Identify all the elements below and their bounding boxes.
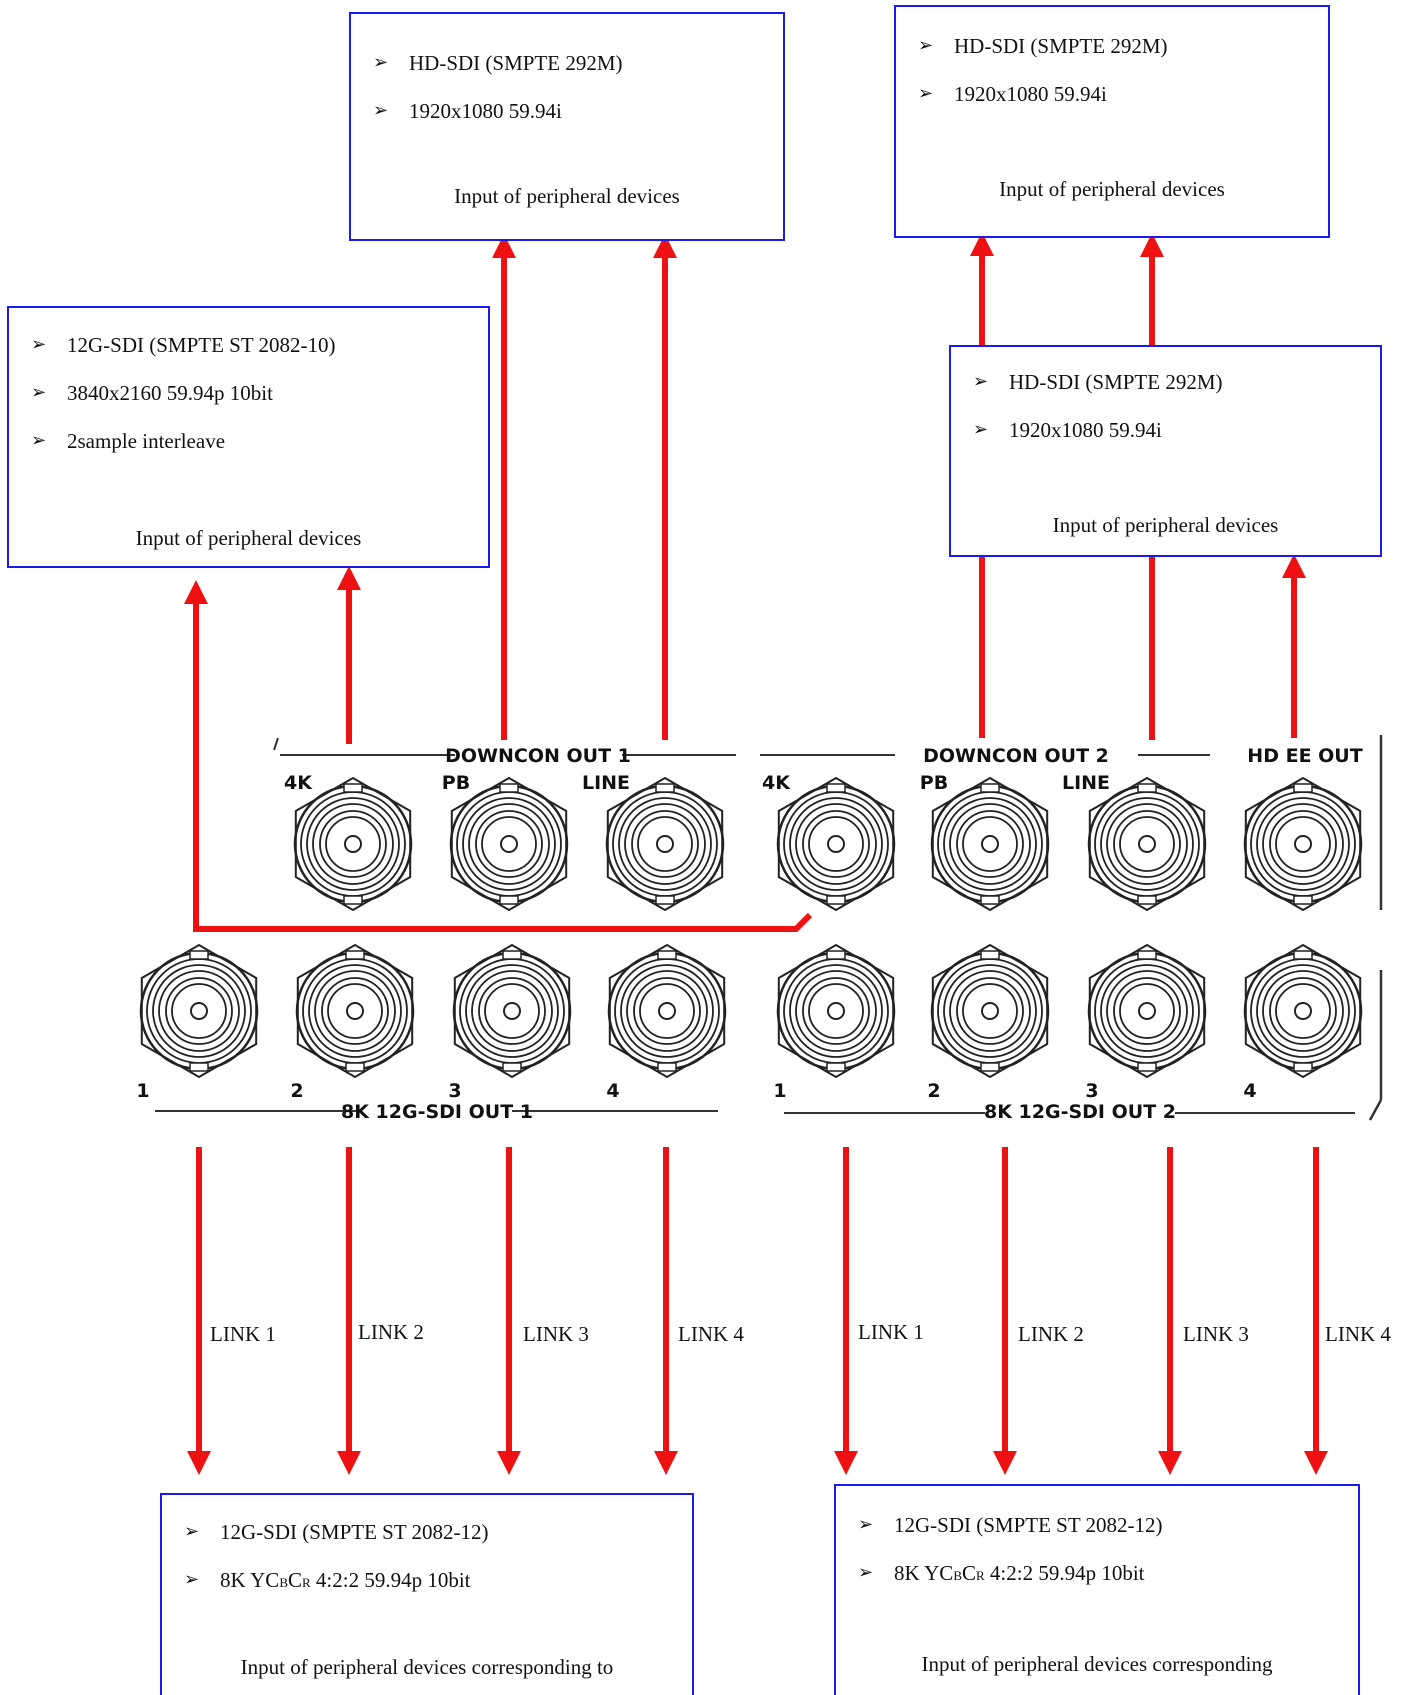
list-item: ➢2sample interleave bbox=[31, 429, 226, 453]
link-label: LINK 4 bbox=[1325, 1322, 1391, 1346]
info-box-bottom-left: ➢12G-SDI (SMPTE ST 2082-12) ➢8K YCBCR 4:… bbox=[160, 1493, 694, 1695]
bullet-icon: ➢ bbox=[858, 1562, 874, 1583]
list-item: ➢HD-SDI (SMPTE 292M) bbox=[918, 34, 1168, 58]
info-box-left: ➢12G-SDI (SMPTE ST 2082-10) ➢3840x2160 5… bbox=[7, 306, 490, 568]
connector-label-4b: 4 bbox=[1243, 1080, 1256, 1102]
link-label: LINK 2 bbox=[1018, 1322, 1084, 1346]
list-item: ➢1920x1080 59.94i bbox=[973, 418, 1162, 442]
panel-group-lines bbox=[155, 735, 1383, 1121]
connector-label-1a: 1 bbox=[136, 1080, 149, 1102]
connector-label-3a: 3 bbox=[448, 1080, 461, 1102]
bullet-icon: ➢ bbox=[31, 334, 47, 355]
list-item: ➢3840x2160 59.94p 10bit bbox=[31, 381, 273, 405]
bnc-connector-top bbox=[930, 776, 1050, 912]
label-8k-sdi-out-1: 8K 12G-SDI OUT 1 bbox=[341, 1101, 533, 1123]
bullet-icon: ➢ bbox=[973, 419, 989, 440]
bnc-connector-bottom bbox=[776, 943, 896, 1079]
box-caption: Input of peripheral devices bbox=[999, 177, 1225, 201]
bnc-connector-bottom bbox=[930, 943, 1050, 1079]
connector-label-2a: 2 bbox=[290, 1080, 303, 1102]
connector-label-4k-2: 4K bbox=[762, 772, 791, 794]
bullet-icon: ➢ bbox=[973, 371, 989, 392]
list-item: ➢8K YCBCR 4:2:2 59.94p 10bit bbox=[858, 1561, 1145, 1585]
bnc-connector-bottom bbox=[1087, 943, 1207, 1079]
bnc-connector-top bbox=[776, 776, 896, 912]
arrow-routed-4k bbox=[184, 580, 813, 932]
label-downcon-out-1: DOWNCON OUT 1 bbox=[445, 745, 631, 767]
box-caption: Input of peripheral devices correspondin… bbox=[240, 1655, 614, 1679]
bnc-connector-top bbox=[449, 776, 569, 912]
connector-label-3b: 3 bbox=[1085, 1080, 1098, 1102]
bullet-icon: ➢ bbox=[373, 100, 389, 121]
label-hd-ee-out: HD EE OUT bbox=[1247, 745, 1362, 767]
list-item: ➢12G-SDI (SMPTE ST 2082-12) bbox=[858, 1513, 1163, 1537]
connector-label-line-2: LINE bbox=[1062, 772, 1110, 794]
connector-label-1b: 1 bbox=[773, 1080, 786, 1102]
bullet-icon: ➢ bbox=[373, 52, 389, 73]
info-box-bottom-right: ➢12G-SDI (SMPTE ST 2082-12) ➢8K YCBCR 4:… bbox=[834, 1484, 1360, 1695]
bnc-connector-top bbox=[293, 776, 413, 912]
link-label: LINK 1 bbox=[210, 1322, 276, 1346]
bullet-icon: ➢ bbox=[858, 1514, 874, 1535]
connector-label-pb-1: PB bbox=[442, 772, 470, 794]
bnc-connector-bottom bbox=[607, 943, 727, 1079]
panel-labels: DOWNCON OUT 1 DOWNCON OUT 2 HD EE OUT 8K… bbox=[136, 745, 1362, 1123]
list-item: ➢1920x1080 59.94i bbox=[918, 82, 1107, 106]
list-item: ➢1920x1080 59.94i bbox=[373, 99, 562, 123]
link-label: LINK 4 bbox=[678, 1322, 744, 1346]
list-item: ➢12G-SDI (SMPTE ST 2082-10) bbox=[31, 333, 336, 357]
connector-label-line-1: LINE bbox=[582, 772, 630, 794]
info-box-top-center: ➢HD-SDI (SMPTE 292M) ➢1920x1080 59.94i I… bbox=[349, 12, 785, 241]
info-box-middle-right: ➢HD-SDI (SMPTE 292M) ➢1920x1080 59.94i I… bbox=[949, 345, 1382, 557]
bnc-connector-top bbox=[1087, 776, 1207, 912]
link-label: LINK 1 bbox=[858, 1320, 924, 1344]
box-caption: Input of peripheral devices bbox=[135, 526, 362, 550]
box-caption: Input of peripheral devices bbox=[454, 184, 680, 208]
bullet-icon: ➢ bbox=[184, 1569, 200, 1590]
bullet-icon: ➢ bbox=[918, 35, 934, 56]
link-label: LINK 3 bbox=[1183, 1322, 1249, 1346]
connector-label-4a: 4 bbox=[606, 1080, 619, 1102]
connector-label-4k-1: 4K bbox=[284, 772, 313, 794]
panel-edge bbox=[1368, 1099, 1383, 1121]
link-label: LINK 2 bbox=[358, 1320, 424, 1344]
label-downcon-out-2: DOWNCON OUT 2 bbox=[923, 745, 1109, 767]
bullet-icon: ➢ bbox=[31, 382, 47, 403]
label-8k-sdi-out-2: 8K 12G-SDI OUT 2 bbox=[984, 1101, 1176, 1123]
box-caption: Input of peripheral devices bbox=[1052, 513, 1279, 537]
bnc-connector-bottom bbox=[139, 943, 259, 1079]
bnc-connector-top bbox=[1243, 776, 1363, 912]
list-item: ➢12G-SDI (SMPTE ST 2082-12) bbox=[184, 1520, 489, 1544]
panel-edge bbox=[273, 737, 279, 751]
list-item: ➢8K YCBCR 4:2:2 59.94p 10bit bbox=[184, 1568, 471, 1592]
bullet-icon: ➢ bbox=[918, 83, 934, 104]
link-label: LINK 3 bbox=[523, 1322, 589, 1346]
bullet-icon: ➢ bbox=[31, 430, 47, 451]
bnc-connector-bottom bbox=[1243, 943, 1363, 1079]
bnc-connector-bottom bbox=[452, 943, 572, 1079]
bnc-connector-top bbox=[605, 776, 725, 912]
connector-label-2b: 2 bbox=[927, 1080, 940, 1102]
box-caption: Input of peripheral devices correspondin… bbox=[921, 1652, 1273, 1676]
info-box-top-right: ➢HD-SDI (SMPTE 292M) ➢1920x1080 59.94i I… bbox=[894, 5, 1330, 238]
bnc-connectors bbox=[139, 776, 1363, 1079]
bnc-connector-bottom bbox=[295, 943, 415, 1079]
bullet-icon: ➢ bbox=[184, 1521, 200, 1542]
list-item: ➢HD-SDI (SMPTE 292M) bbox=[973, 370, 1223, 394]
list-item: ➢HD-SDI (SMPTE 292M) bbox=[373, 51, 623, 75]
connector-label-pb-2: PB bbox=[920, 772, 948, 794]
